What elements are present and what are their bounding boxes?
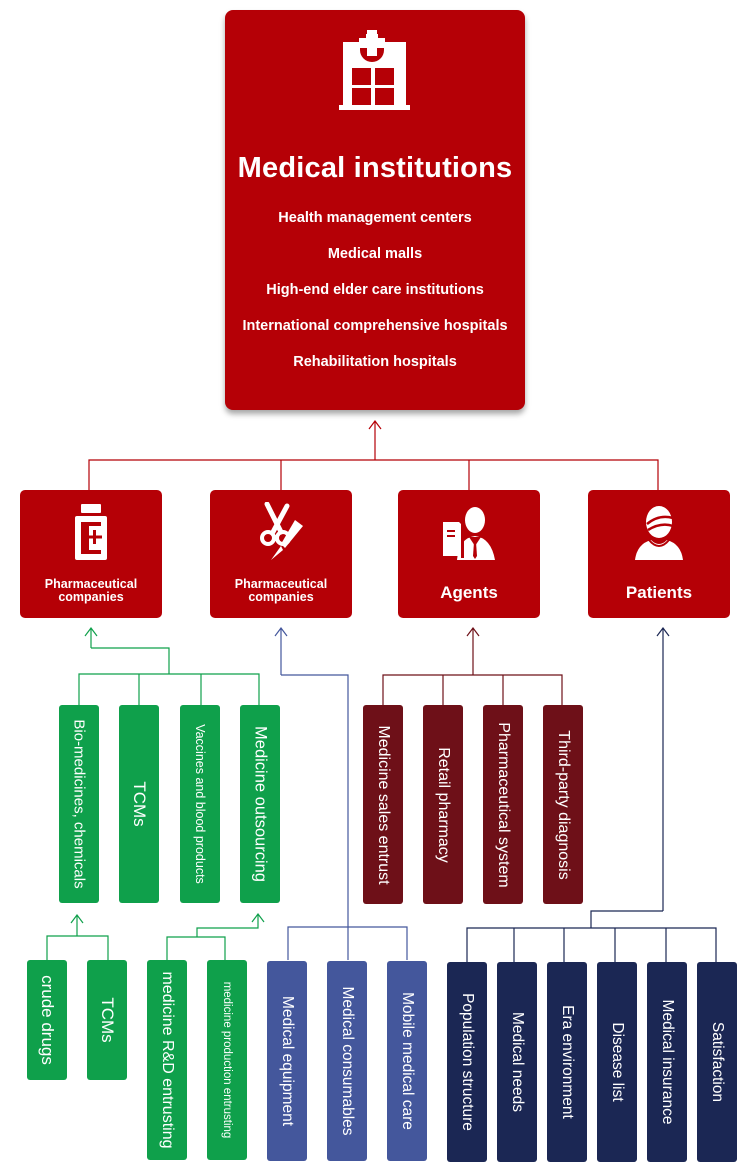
connector-top xyxy=(88,420,659,490)
pharma-child-box: Medicine outsourcing xyxy=(240,705,280,903)
outsourcing-child-box: medicine R&D entrusting xyxy=(147,960,187,1160)
patients-box: Patients xyxy=(588,490,730,618)
patients-child-box: Satisfaction xyxy=(697,962,737,1162)
medicine-bottle-icon xyxy=(75,504,107,560)
agents-box: Agents xyxy=(398,490,540,618)
agents-child-box: Medicine sales entrust xyxy=(363,705,403,904)
equipment-child-box: Mobile medical care xyxy=(387,961,427,1161)
agent-icon xyxy=(443,507,495,560)
pharma-child-box: Bio-medicines, chemicals xyxy=(59,705,99,903)
top-title: Medical institutions xyxy=(237,152,513,184)
agents-child-box: Retail pharmacy xyxy=(423,705,463,904)
institution-item: High-end elder care institutions xyxy=(266,282,484,298)
box-label: Patients xyxy=(625,583,693,602)
institution-item: Rehabilitation hospitals xyxy=(293,354,457,370)
scissors-scalpel-icon xyxy=(260,502,303,560)
patients-child-box: Disease list xyxy=(597,962,637,1162)
connector-agents xyxy=(382,627,563,705)
patient-icon xyxy=(635,506,683,560)
outsourcing-child-box: medicine production entrusting xyxy=(207,960,247,1160)
box-label: Agents xyxy=(440,583,498,602)
hospital-icon xyxy=(339,30,410,110)
institution-item: Health management centers xyxy=(278,210,472,226)
patients-child-box: Population structure xyxy=(447,962,487,1162)
patients-child-box: Era environment xyxy=(547,962,587,1162)
bio-child-box: crude drugs xyxy=(27,960,67,1080)
institution-item: Medical malls xyxy=(327,246,423,262)
pharma-child-box: TCMs xyxy=(119,705,159,903)
equipment-child-box: Medical consumables xyxy=(327,961,367,1161)
medical-institutions-box: Medical institutions Health management c… xyxy=(225,10,525,410)
bio-child-box: TCMs xyxy=(87,960,127,1080)
equipment-child-box: Medical equipment xyxy=(267,961,307,1161)
agents-child-box: Third-party diagnosis xyxy=(543,705,583,904)
patients-child-box: Medical insurance xyxy=(647,962,687,1162)
patients-child-box: Medical needs xyxy=(497,962,537,1162)
institution-item: International comprehensive hospitals xyxy=(242,318,508,334)
pharma-child-box: Vaccines and blood products xyxy=(180,705,220,903)
agents-child-box: Pharmaceutical system xyxy=(483,705,523,904)
